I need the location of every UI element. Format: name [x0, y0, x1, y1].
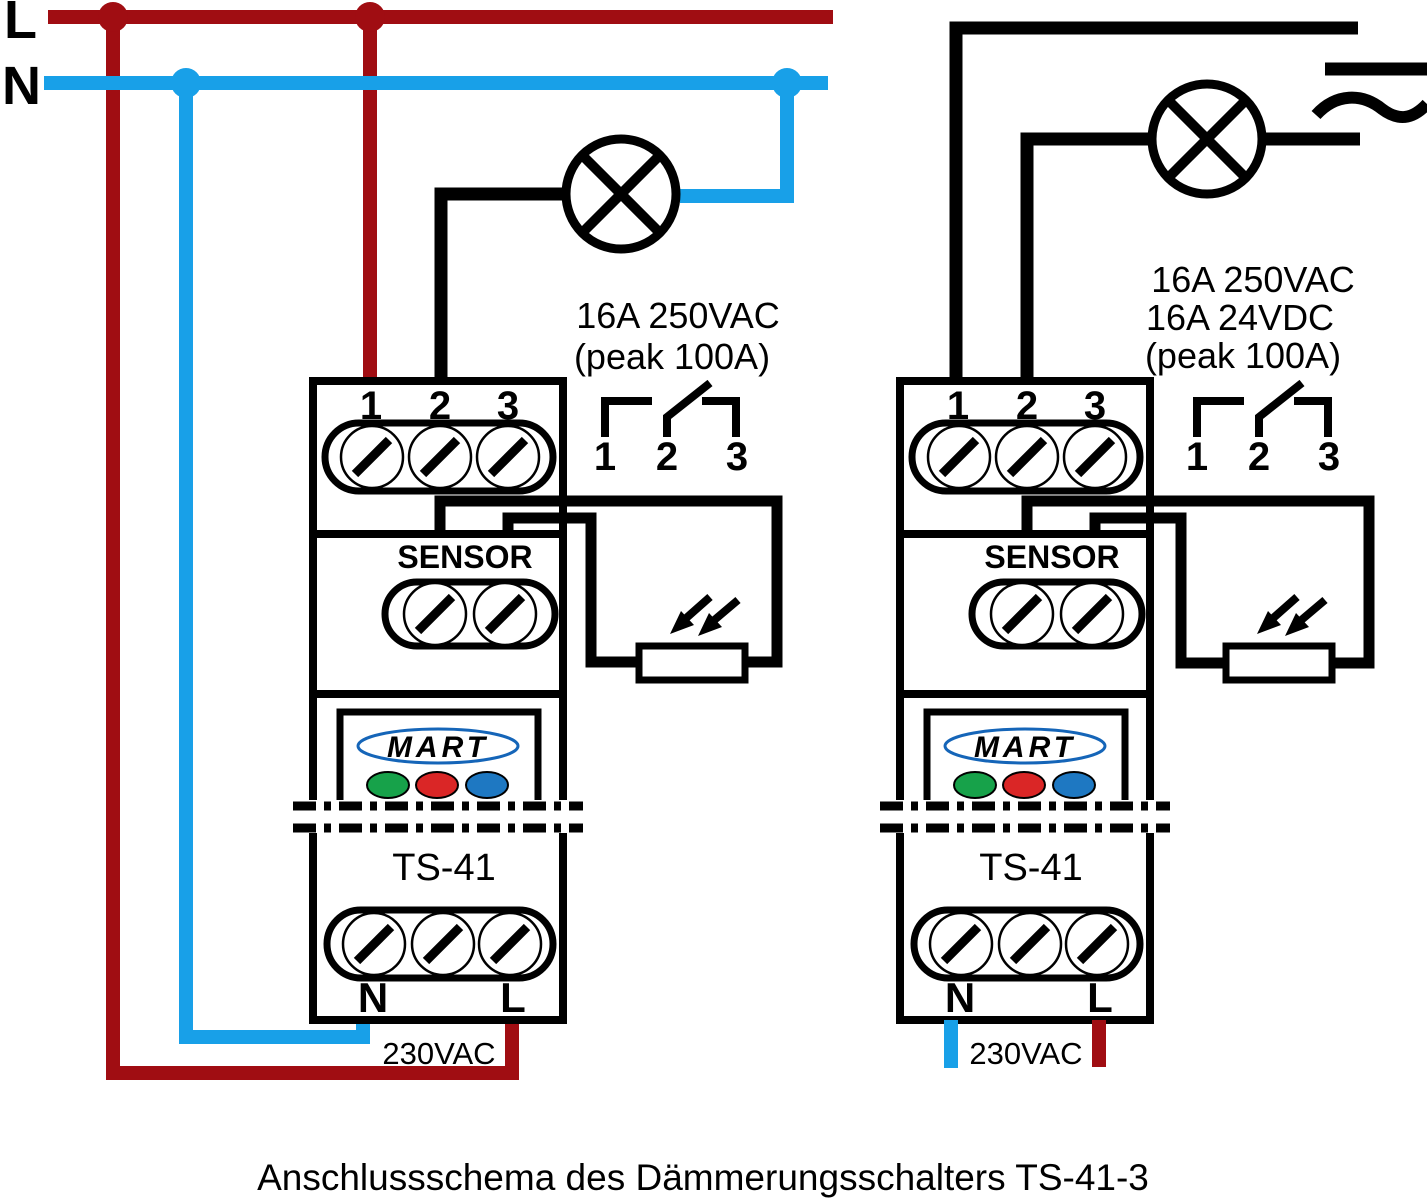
model-label: TS-41 — [979, 847, 1082, 889]
screw-terminal — [409, 426, 471, 488]
terminal-number: 3 — [497, 384, 519, 428]
contact-2-blade — [663, 379, 713, 437]
screw-terminal — [404, 583, 466, 645]
neutral-lamp-wire — [680, 83, 794, 203]
terminal-number: 2 — [429, 384, 451, 428]
junction-dot — [98, 2, 128, 32]
contact-3-bracket — [702, 397, 740, 437]
junction-dot — [772, 68, 802, 98]
sensor-label: SENSOR — [397, 539, 532, 575]
screw-terminal — [1064, 426, 1126, 488]
screw-terminal — [991, 583, 1053, 645]
contact-1-bracket — [1193, 397, 1244, 437]
lamp-switched-wire-left — [434, 187, 566, 385]
sensor-wire-inner — [502, 512, 639, 668]
diagram-caption: Anschlussschema des Dämmerungsschalters … — [257, 1157, 1149, 1198]
relay-rating-line: (peak 100A) — [1145, 335, 1341, 376]
light-arrows-icon — [670, 594, 741, 636]
supply-voltage-label: 230VAC — [969, 1036, 1082, 1071]
relay-rating-line: 16A 24VDC — [1146, 297, 1334, 338]
photoresistor-icon — [1222, 642, 1336, 684]
screw-terminal — [474, 583, 536, 645]
screw-terminal — [999, 913, 1061, 975]
terminal-number: 2 — [1016, 384, 1038, 428]
lamp-icon — [561, 134, 681, 254]
contact-number: 2 — [656, 435, 678, 479]
screw-terminal — [996, 426, 1058, 488]
terminal-number: 1 — [360, 384, 382, 428]
contact-2-blade — [1255, 379, 1305, 437]
lamp-icon — [1147, 79, 1267, 199]
junction-dot — [355, 2, 385, 32]
relay-contact-symbol — [601, 379, 740, 437]
sensor-wire-outer — [1021, 495, 1375, 669]
terminal-number: 3 — [1084, 384, 1106, 428]
light-arrows-icon — [1257, 594, 1328, 636]
screw-terminal — [477, 426, 539, 488]
screw-terminal — [341, 426, 403, 488]
led-blue — [1052, 771, 1096, 799]
relay-rating-line: (peak 100A) — [574, 336, 770, 377]
phase-junction-dots — [98, 2, 385, 32]
phase-return-loop — [106, 17, 519, 1080]
contact-number: 3 — [726, 435, 748, 479]
line-terminal-label: L — [1087, 974, 1113, 1021]
supply-voltage-label: 230VAC — [382, 1036, 495, 1071]
relay-contact-symbol — [1193, 379, 1332, 437]
phase-bus-label: L — [4, 0, 37, 50]
led-blue — [465, 771, 509, 799]
sensor-wire-inner — [1089, 512, 1226, 669]
screw-terminal — [343, 913, 405, 975]
led-red — [1002, 771, 1046, 799]
model-label: TS-41 — [392, 847, 495, 889]
neutral-junction-dots — [171, 68, 802, 98]
brand-logo-text: MART — [387, 731, 489, 764]
contact-3-bracket — [1294, 397, 1332, 437]
relay-rating-line: 16A 250VAC — [1151, 259, 1354, 300]
neutral-return-loop — [179, 83, 370, 1044]
contact-number: 1 — [1186, 435, 1208, 479]
screw-terminal — [1066, 913, 1128, 975]
brand-logo-text: MART — [974, 731, 1076, 764]
relay-rating-line: 16A 250VAC — [576, 295, 779, 336]
right-circuit-wiring — [949, 21, 1427, 385]
neutral-bus-label: N — [2, 56, 41, 116]
brand-logo-ellipse — [356, 727, 520, 765]
junction-dot — [171, 68, 201, 98]
neutral-terminal-label: N — [945, 974, 975, 1021]
lamp-switched-wire-right — [1020, 132, 1152, 385]
brand-logo-ellipse — [943, 727, 1107, 765]
led-green — [953, 771, 997, 799]
photoresistor-icon — [635, 642, 749, 684]
neutral-terminal-label: N — [358, 974, 388, 1021]
sensor-label: SENSOR — [984, 539, 1119, 575]
left-sensor-wiring — [434, 495, 783, 668]
screw-terminal — [479, 913, 541, 975]
terminal-number: 1 — [947, 384, 969, 428]
screw-terminal — [930, 913, 992, 975]
led-red — [415, 771, 459, 799]
contact-number: 3 — [1318, 435, 1340, 479]
right-sensor-wiring — [1021, 495, 1375, 669]
right-device: 1 2 3 SENSOR MART TS-41 N L — [896, 377, 1154, 1024]
left-device: 1 2 3 SENSOR MART TS-41 N L — [309, 377, 567, 1024]
contact-number: 2 — [1248, 435, 1270, 479]
screw-terminal — [1061, 583, 1123, 645]
line-terminal-label: L — [500, 974, 526, 1021]
sensor-wire-outer — [434, 495, 783, 668]
wire-break-wave — [1311, 91, 1427, 123]
screw-terminal — [412, 913, 474, 975]
supply-wire-terminal1 — [949, 21, 1358, 385]
led-green — [366, 771, 410, 799]
contact-number: 1 — [594, 435, 616, 479]
contact-1-bracket — [601, 397, 652, 437]
screw-terminal — [928, 426, 990, 488]
